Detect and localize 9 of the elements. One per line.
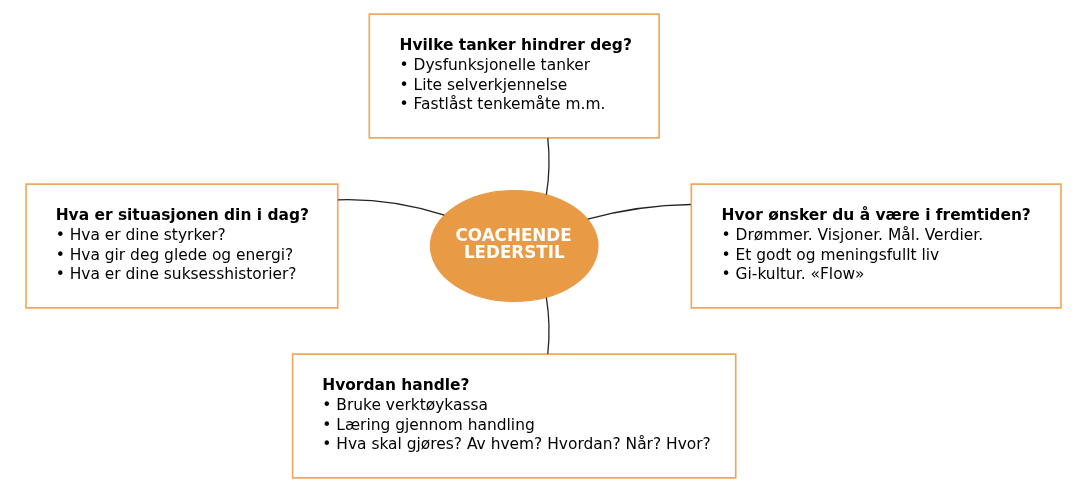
node-box: Hva er situasjonen din i dag? • Hva er dine styrker? • Hva gir deg glede og energi? • Hva er dine suksesshistorier? (25, 182, 339, 309)
node-ellipse: COACHENDE LEDERSTIL (429, 189, 599, 302)
node-box: Hvor ønsker du å være i fremtiden? • Drømmer. Visjoner. Mål. Verdier. • Et godt og meningsfullt liv • Gi-kultur. «Flow» (690, 182, 1062, 309)
node-box: Hvilke tanker hindrer deg? • Dysfunksjonelle tanker • Lite selverkjennelse • Fastlåst tenkemåte m.m. (368, 12, 660, 139)
node-box: Hvordan handle? • Bruke verktøykassa • Læring gjennom handling • Hva skal gjøres? Av hvem? Hvordan? Når? Hvor? (291, 352, 737, 479)
connector (545, 137, 550, 195)
connector (337, 198, 445, 216)
connector (587, 203, 692, 220)
connector (545, 296, 550, 355)
